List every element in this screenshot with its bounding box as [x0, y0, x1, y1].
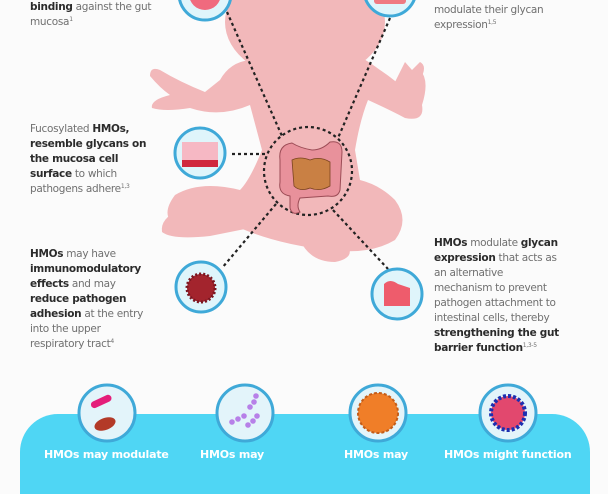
- connector-lines: [221, 11, 392, 270]
- pathogen-cell-icon: [178, 0, 232, 22]
- bottom-label-4: HMOs might function: [444, 448, 572, 461]
- bacteria-icon: [77, 383, 137, 443]
- streptococcus-icon: [215, 383, 275, 443]
- orange-virus-icon: [348, 383, 408, 443]
- virus-icon: [174, 260, 228, 314]
- blue-virus-icon: [478, 383, 538, 443]
- gut-intestines-icon: [279, 141, 343, 214]
- bottom-icons: [77, 383, 538, 443]
- illustration-canvas: [77, 0, 538, 443]
- callout-top-right: modulate their glycan expression1,5: [434, 4, 544, 31]
- callout-bottom-right: HMOs modulate glycan expression that act…: [434, 237, 559, 354]
- bottom-label-2: HMOs may: [200, 448, 264, 461]
- mucosa-cells-icon: [173, 126, 227, 180]
- callout-bottom-left: HMOs may have immunomodulatory effects a…: [30, 248, 144, 350]
- epithelial-cells-icon: [364, 0, 416, 18]
- callout-mid-left: Fucosylated HMOs, resemble glycans on th…: [30, 123, 147, 195]
- bottom-label-1: HMOs may modulate: [44, 448, 169, 461]
- bottom-label-3: HMOs may: [344, 448, 408, 461]
- small-intestine-icon: [370, 267, 424, 321]
- callout-top-left: binding against the gut mucosa1: [30, 1, 152, 28]
